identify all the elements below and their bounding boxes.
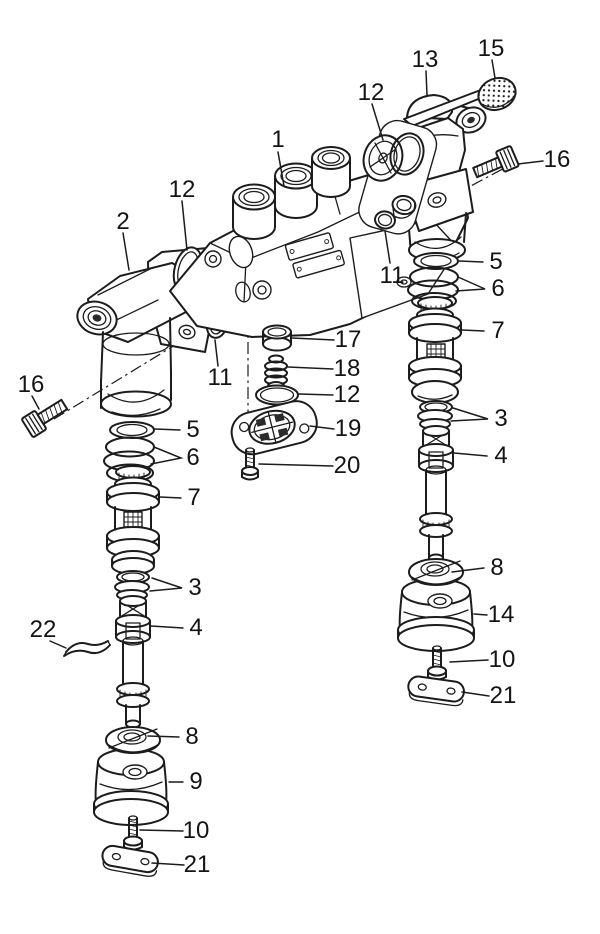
callout-6-left: 6 [186, 444, 199, 471]
callout-4-left: 4 [189, 614, 202, 641]
callout-12-left: 12 [169, 176, 196, 203]
callout-14: 14 [488, 601, 515, 628]
callout-13: 13 [412, 46, 439, 73]
callout-11-right: 11 [380, 262, 405, 289]
piston-right [408, 296, 462, 404]
canister-left [93, 748, 169, 826]
screw-right [427, 645, 447, 681]
clip [63, 640, 111, 657]
stem-left [116, 636, 150, 729]
spring-washer-right [413, 252, 459, 270]
bolt-left [21, 398, 69, 438]
callout-22: 22 [30, 616, 57, 643]
callout-11-left: 11 [208, 364, 233, 391]
callout-21-right: 21 [490, 682, 517, 709]
spring-washer-left [109, 421, 155, 439]
bracket-right [407, 675, 465, 707]
callout-7-right: 7 [491, 317, 504, 344]
callout-16-right: 16 [544, 146, 571, 173]
callout-4-right: 4 [494, 442, 507, 469]
gasket-right [358, 119, 438, 235]
oring-small-right [374, 210, 396, 230]
callout-3-left: 3 [188, 574, 201, 601]
callout-5-left: 5 [186, 416, 199, 443]
rings-right [417, 400, 453, 430]
bracket-left [101, 844, 159, 877]
callout-8-left: 8 [185, 723, 198, 750]
canister-right [397, 578, 475, 652]
callout-3-right: 3 [494, 405, 507, 432]
cap-right [408, 558, 464, 586]
callout-10-left: 10 [183, 817, 210, 844]
callout-8-right: 8 [490, 554, 503, 581]
piston-left [106, 465, 160, 575]
flange-plate [230, 400, 318, 456]
callout-9: 9 [189, 768, 202, 795]
callout-18: 18 [334, 355, 361, 382]
callout-labels: 1 2 12 12 13 15 16 11 5 6 7 17 18 12 19 … [18, 35, 571, 878]
stem-right [419, 465, 453, 563]
cap-left [105, 726, 161, 754]
cover-cap [262, 324, 292, 352]
callout-12-right: 12 [358, 79, 385, 106]
callout-19: 19 [335, 415, 362, 442]
callout-1: 1 [271, 126, 284, 153]
callout-10-right: 10 [489, 646, 516, 673]
callout-7-left: 7 [187, 484, 200, 511]
screw-mid [241, 447, 259, 481]
callout-5-right: 5 [489, 248, 502, 275]
callout-15: 15 [478, 35, 505, 62]
callout-21-left: 21 [184, 851, 211, 878]
callout-16-left: 16 [18, 371, 45, 398]
callout-20: 20 [334, 452, 361, 479]
callout-17: 17 [335, 326, 362, 353]
leader-lines [31, 59, 544, 866]
callout-6-right: 6 [491, 275, 504, 302]
valve-guide-left [115, 595, 151, 644]
callout-12-mid: 12 [334, 381, 361, 408]
valve-guide-right [418, 425, 454, 473]
callout-2: 2 [116, 208, 129, 235]
bolt-right [472, 145, 520, 179]
exhaust-filter-cap [477, 76, 517, 112]
